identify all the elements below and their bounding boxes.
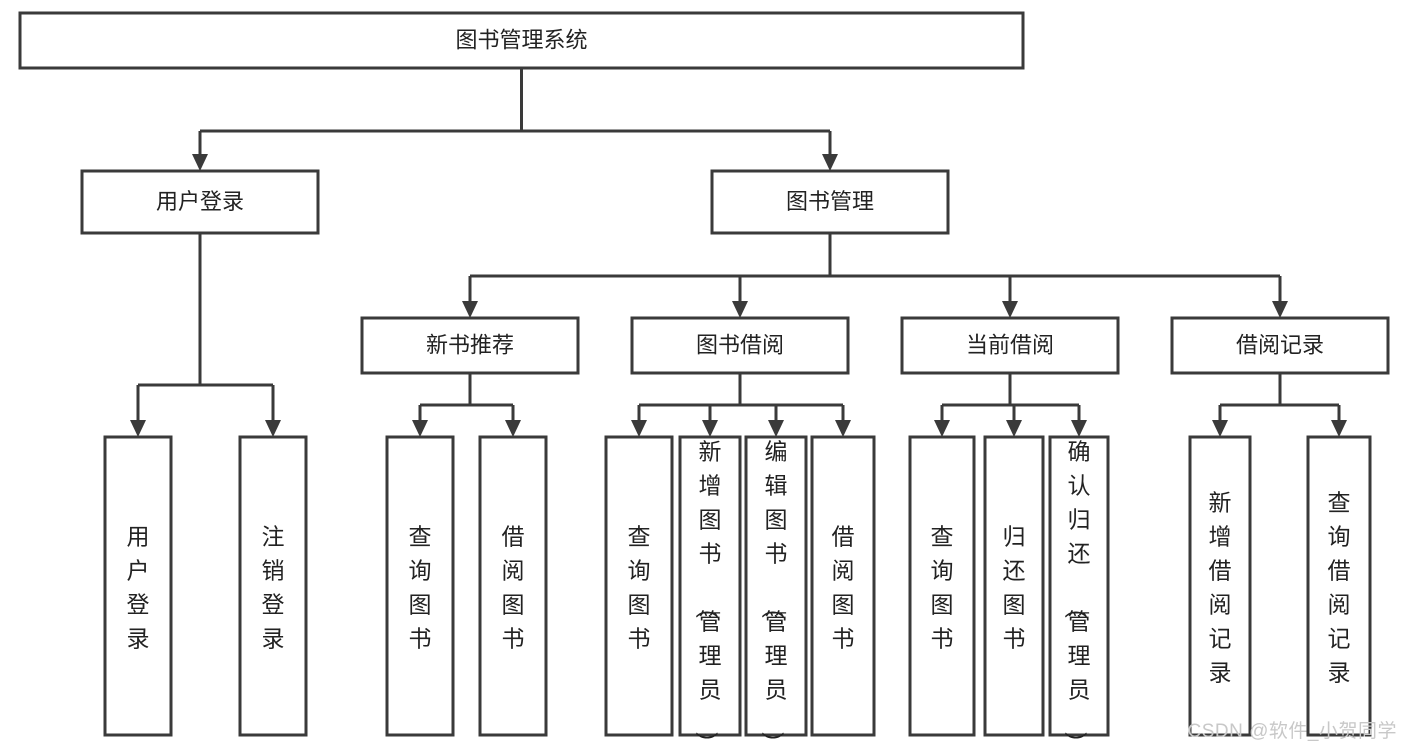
leaf-node-6-box <box>744 435 808 737</box>
arrow-2-head <box>768 420 784 437</box>
leaf-node-3[interactable]: 借阅图书 <box>478 435 548 737</box>
leaf-node-0[interactable]: 用户登录 <box>103 435 173 737</box>
leaf-node-9-box <box>983 435 1045 737</box>
leaf-node-8[interactable]: 查询图书 <box>908 435 976 737</box>
leaf-node-8-box <box>908 435 976 737</box>
leaf-node-5-label: 新增图书（管理员） <box>694 439 722 747</box>
arrow-1-head <box>1331 420 1347 437</box>
level3-node-2-label: 当前借阅 <box>966 332 1054 357</box>
leaf-node-4[interactable]: 查询图书 <box>604 435 674 737</box>
level3-node-3[interactable]: 借阅记录 <box>1170 316 1390 375</box>
level2-node-0[interactable]: 用户登录 <box>80 169 320 235</box>
leaf-node-2[interactable]: 查询图书 <box>385 435 455 737</box>
arrow-1-head <box>265 420 281 437</box>
leaf-node-7-label: 借阅图书 <box>832 524 855 652</box>
level2-node-1-label: 图书管理 <box>786 189 874 214</box>
leaf-node-1[interactable]: 注销登录 <box>238 435 308 737</box>
arrow-1-head <box>822 154 838 171</box>
leaf-node-9-label: 归还图书 <box>1003 524 1026 652</box>
arrow-0-head <box>130 420 146 437</box>
arrow-0-head <box>412 420 428 437</box>
level2-node-1[interactable]: 图书管理 <box>710 169 950 235</box>
leaf-node-0-box <box>103 435 173 737</box>
leaf-node-1-label: 注销登录 <box>262 524 285 652</box>
arrow-1-head <box>505 420 521 437</box>
level3-node-3-label: 借阅记录 <box>1236 332 1324 357</box>
leaf-node-2-box <box>385 435 455 737</box>
level2-node-0-label: 用户登录 <box>156 189 244 214</box>
arrow-1-head <box>732 301 748 318</box>
leaf-node-10-box <box>1048 435 1110 737</box>
leaf-node-12-box <box>1306 435 1372 737</box>
level3-node-0-box <box>360 316 580 375</box>
arrow-0-head <box>631 420 647 437</box>
root-node-book-management-system-box <box>18 11 1025 70</box>
level3-node-1-box <box>630 316 850 375</box>
leaf-node-10[interactable]: 确认归还（管理员） <box>1048 435 1110 747</box>
connector-layer <box>130 68 1347 437</box>
leaf-node-6[interactable]: 编辑图书（管理员） <box>744 435 808 747</box>
level3-node-0[interactable]: 新书推荐 <box>360 316 580 375</box>
leaf-node-11[interactable]: 新增借阅记录 <box>1188 435 1252 737</box>
root-node-book-management-system[interactable]: 图书管理系统 <box>18 11 1025 70</box>
leaf-node-11-label: 新增借阅记录 <box>1209 490 1232 686</box>
arrow-3-head <box>835 420 851 437</box>
leaf-node-11-box <box>1188 435 1252 737</box>
leaf-node-0-label: 用户登录 <box>127 524 150 652</box>
node-layer: 图书管理系统用户登录图书管理新书推荐图书借阅当前借阅借阅记录用户登录注销登录查询… <box>18 11 1390 747</box>
leaf-node-2-label: 查询图书 <box>409 524 432 652</box>
root-node-book-management-system-label: 图书管理系统 <box>455 27 587 52</box>
leaf-node-1-box <box>238 435 308 737</box>
level3-node-1-label: 图书借阅 <box>696 332 784 357</box>
level3-node-2-box <box>900 316 1120 375</box>
level3-node-3-box <box>1170 316 1390 375</box>
arrow-3-head <box>1272 301 1288 318</box>
leaf-node-9[interactable]: 归还图书 <box>983 435 1045 737</box>
arrow-1-head <box>702 420 718 437</box>
leaf-node-8-label: 查询图书 <box>931 524 954 652</box>
level3-node-1[interactable]: 图书借阅 <box>630 316 850 375</box>
leaf-node-4-label: 查询图书 <box>628 524 651 652</box>
arrow-0-head <box>462 301 478 318</box>
level2-node-1-box <box>710 169 950 235</box>
leaf-node-4-box <box>604 435 674 737</box>
leaf-node-5-box <box>678 435 742 737</box>
leaf-node-3-label: 借阅图书 <box>502 524 525 652</box>
arrow-0-head <box>934 420 950 437</box>
leaf-node-7-box <box>810 435 876 737</box>
arrow-0-head <box>1212 420 1228 437</box>
level3-node-2[interactable]: 当前借阅 <box>900 316 1120 375</box>
leaf-node-7[interactable]: 借阅图书 <box>810 435 876 737</box>
leaf-node-12[interactable]: 查询借阅记录 <box>1306 435 1372 737</box>
arrow-0-head <box>192 154 208 171</box>
leaf-node-6-label: 编辑图书（管理员） <box>760 439 788 747</box>
arrow-2-head <box>1071 420 1087 437</box>
arrow-2-head <box>1002 301 1018 318</box>
leaf-node-3-box <box>478 435 548 737</box>
arrow-1-head <box>1006 420 1022 437</box>
level2-node-0-box <box>80 169 320 235</box>
leaf-node-10-label: 确认归还（管理员） <box>1063 439 1091 747</box>
level3-node-0-label: 新书推荐 <box>426 332 514 357</box>
leaf-node-12-label: 查询借阅记录 <box>1328 490 1351 686</box>
leaf-node-5[interactable]: 新增图书（管理员） <box>678 435 742 747</box>
